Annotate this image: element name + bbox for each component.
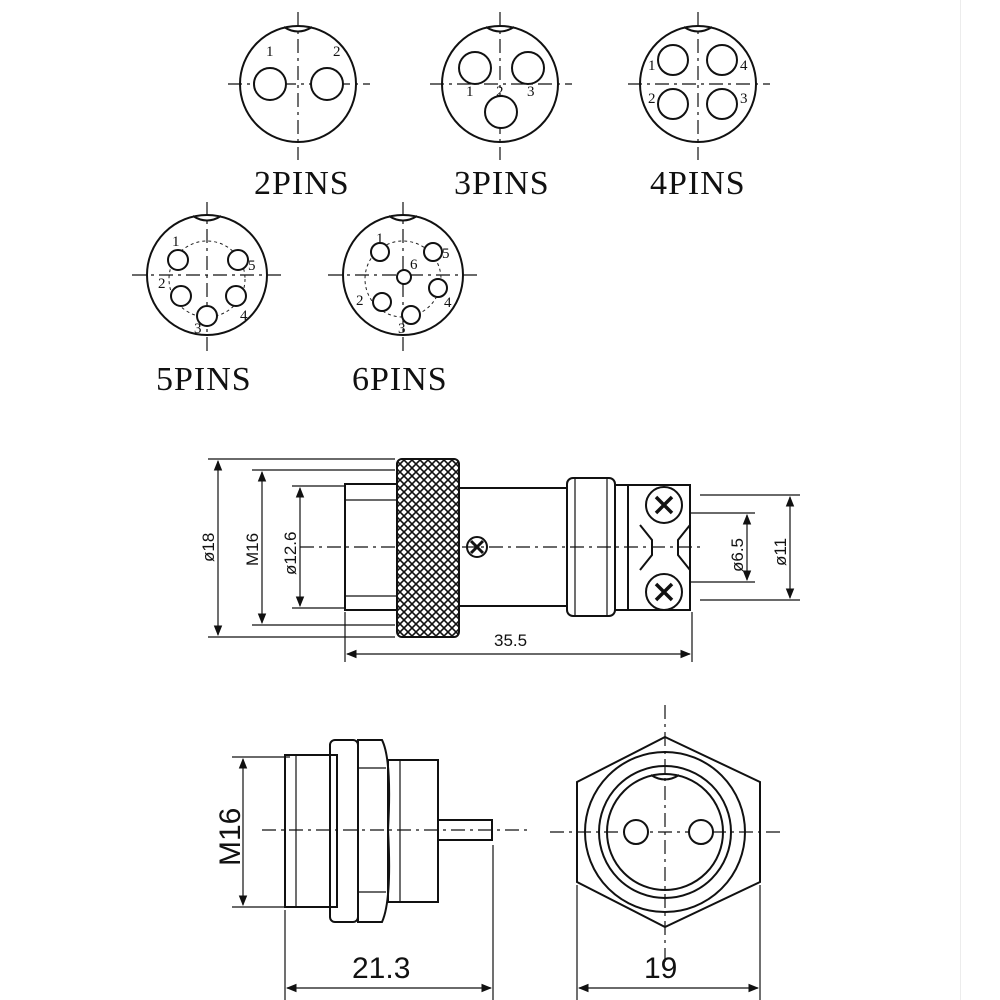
socket-side-view: M16 21.3 bbox=[214, 739, 530, 1000]
pin-5 bbox=[423, 242, 443, 262]
plug-side-view: ø18 M16 ø12.6 ø6.5 ø11 35.5 bbox=[199, 458, 800, 662]
pin-view-label: 2PINS bbox=[254, 165, 350, 202]
pin-view-label: 3PINS bbox=[454, 165, 550, 202]
pin-4 bbox=[225, 285, 247, 307]
dim-inner-diameter: ø12.6 bbox=[281, 532, 300, 575]
pin-1 bbox=[657, 44, 689, 76]
body-screw-icon bbox=[466, 536, 488, 558]
pin-6 bbox=[396, 269, 412, 285]
pin-view-5pins: 1 2 3 4 5 5PINS bbox=[132, 202, 284, 398]
pin-label-1: 1 bbox=[376, 231, 384, 247]
pin-view-label: 6PINS bbox=[352, 361, 448, 398]
pin-2 bbox=[372, 292, 392, 312]
pin-2 bbox=[688, 819, 714, 845]
pin-label-3: 3 bbox=[194, 321, 202, 337]
dim-length: 35.5 bbox=[494, 631, 527, 650]
clamp-screw-top-icon bbox=[645, 486, 683, 524]
pin-label-3: 3 bbox=[398, 321, 406, 337]
pin-label-1: 1 bbox=[648, 58, 656, 74]
pin-label-1: 1 bbox=[172, 234, 180, 250]
pin-3 bbox=[196, 305, 218, 327]
hex-nut-outline bbox=[576, 735, 761, 929]
pin-label-6: 6 bbox=[410, 257, 418, 273]
dim-socket-thread: M16 bbox=[214, 808, 247, 866]
dim-outer-diameter: ø18 bbox=[199, 533, 218, 562]
pin-label-5: 5 bbox=[442, 246, 450, 262]
pin-4 bbox=[706, 44, 738, 76]
pin-label-2: 2 bbox=[648, 91, 656, 107]
pin-3 bbox=[706, 88, 738, 120]
pin-view-6pins: 1 2 3 4 5 6 6PINS bbox=[328, 202, 480, 398]
socket-front-view: 19 bbox=[550, 705, 782, 1000]
pin-1 bbox=[167, 249, 189, 271]
pin-view-label: 4PINS bbox=[650, 165, 746, 202]
dim-hex-width: 19 bbox=[644, 952, 677, 985]
pin-label-5: 5 bbox=[248, 258, 256, 274]
pin-1 bbox=[253, 67, 287, 101]
clamp-screw-bottom-icon bbox=[645, 573, 683, 611]
pin-2 bbox=[657, 88, 689, 120]
pin-label-4: 4 bbox=[444, 295, 452, 311]
pin-2 bbox=[484, 95, 518, 129]
pin-view-label: 5PINS bbox=[156, 361, 252, 398]
pin-label-2: 2 bbox=[496, 84, 504, 100]
dim-cable-hole: ø6.5 bbox=[728, 538, 747, 572]
pin-1 bbox=[458, 51, 492, 85]
pin-label-2: 2 bbox=[333, 44, 341, 60]
pin-label-1: 1 bbox=[266, 44, 274, 60]
pin-3 bbox=[511, 51, 545, 85]
pin-view-3pins: 1 2 3 3PINS bbox=[430, 12, 572, 202]
knurled-ring bbox=[396, 458, 460, 638]
dim-clamp-diameter: ø11 bbox=[771, 538, 790, 566]
dim-thread: M16 bbox=[243, 533, 262, 566]
pin-label-4: 4 bbox=[240, 308, 248, 324]
pin-label-4: 4 bbox=[740, 58, 748, 74]
pin-view-2pins: 1 2 2PINS bbox=[228, 12, 370, 202]
pin-label-2: 2 bbox=[158, 276, 166, 292]
dim-socket-length: 21.3 bbox=[352, 952, 410, 985]
pin-label-3: 3 bbox=[527, 84, 535, 100]
pin-label-3: 3 bbox=[740, 91, 748, 107]
pin-5 bbox=[227, 249, 249, 271]
page-edge bbox=[960, 0, 961, 1000]
pin-label-2: 2 bbox=[356, 293, 364, 309]
pin-2 bbox=[170, 285, 192, 307]
pin-2 bbox=[310, 67, 344, 101]
pin-view-4pins: 1 2 3 4 4PINS bbox=[628, 12, 770, 202]
pin-1 bbox=[623, 819, 649, 845]
pin-4 bbox=[428, 278, 448, 298]
pin-label-1: 1 bbox=[466, 84, 474, 100]
pin-1 bbox=[370, 242, 390, 262]
pin-3 bbox=[401, 305, 421, 325]
